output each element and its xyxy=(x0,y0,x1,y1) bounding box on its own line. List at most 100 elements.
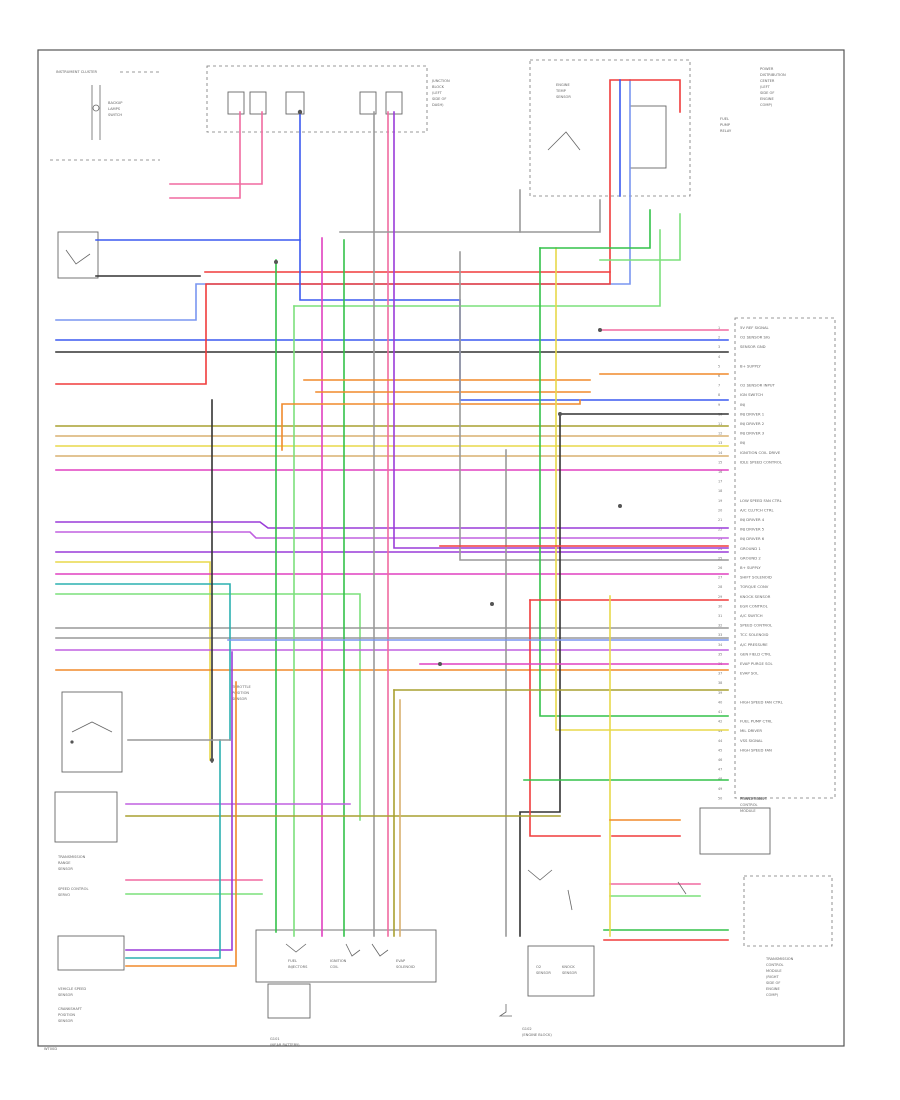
pcm-terminal-label: HIGH SPEED FAN CTRL xyxy=(740,699,784,704)
wire-lightblue-1 xyxy=(55,79,631,321)
fuel-pump-relay-label-2: PUMP xyxy=(720,123,731,127)
pcm-terminal-label: INJ xyxy=(740,402,745,407)
cluster-sub-1: BACKUP xyxy=(108,101,123,105)
o2-knock-sensors: O2 SENSOR KNOCK SENSOR G102 (ENGINE BLOC… xyxy=(498,945,595,1037)
pcm-pin-number: 47 xyxy=(718,768,722,772)
tcm-label-5: SIDE OF xyxy=(766,981,780,985)
pcm-terminal-label: EGR CONTROL xyxy=(740,603,769,608)
pcm-terminal-label: HIGH SPEED FAN xyxy=(740,747,772,752)
pcm-terminal-label: INJ DRIVER 3 xyxy=(740,431,765,436)
tcm-label-1: TRANSMISSION xyxy=(765,957,794,961)
pcm-pin-number: 34 xyxy=(718,643,722,647)
pcm-pin-number: 5 xyxy=(718,364,720,368)
wire-teal-1 xyxy=(55,583,231,741)
pcm-terminal-label: MIL DRIVER xyxy=(740,728,762,733)
pdc-label-6: ENGINE xyxy=(760,97,774,101)
pcm-terminal-label: GROUND 1 xyxy=(740,546,761,551)
jb-label-2: BLOCK xyxy=(432,85,445,89)
coil-label-1: IGNITION xyxy=(330,959,347,963)
wire-lightgreen-6 xyxy=(599,213,681,261)
pcm-pin-number: 4 xyxy=(718,355,720,359)
junction-block: JUNCTION BLOCK (LEFT SIDE OF DASH) xyxy=(206,65,450,133)
pcm-terminal-label: EVAP SOL xyxy=(740,671,759,676)
pcm-terminal-label: IDLE SPEED CONTROL xyxy=(740,459,783,464)
pcm-pin-number: 27 xyxy=(718,576,722,580)
wire-green-6 xyxy=(539,209,651,249)
pcm-terminal-label: INJ xyxy=(740,440,745,445)
pcm-terminal-label: TORQUE CONV xyxy=(739,584,769,589)
vss-label-1: VEHICLE SPEED xyxy=(58,987,86,991)
transmission-control-module: TRANSMISSION CONTROL MODULE (RIGHT SIDE … xyxy=(699,807,833,997)
pcm-terminal-label: B+ SUPPLY xyxy=(740,565,761,570)
cluster-sub-3: SWITCH xyxy=(108,113,122,117)
wire-lightgreen-1 xyxy=(55,593,361,821)
engine-temp-label-3: SENSOR xyxy=(556,95,571,99)
tcm-label-7: COMP) xyxy=(766,993,779,997)
wire-purple-1 xyxy=(55,521,729,529)
o2-label-2: SENSOR xyxy=(536,971,551,975)
pcm-pin-number: 32 xyxy=(718,624,722,628)
pdc-label-4: (LEFT xyxy=(760,85,771,89)
pcm-terminal-label: SPEED CONTROL xyxy=(740,623,773,628)
pcm-terminal-label: GROUND 2 xyxy=(740,555,761,560)
trs-label-3: SENSOR xyxy=(58,867,73,871)
fuel-pump-relay-label-1: FUEL xyxy=(720,117,729,121)
pcm-pin-number: 28 xyxy=(718,585,722,589)
wire-gray-3 xyxy=(339,189,521,233)
pcm-pin-number: 38 xyxy=(718,681,722,685)
engine-temp-label-1: ENGINE xyxy=(556,83,570,87)
pcm-pin-number: 1 xyxy=(718,326,720,330)
wire-yellow-2 xyxy=(55,561,211,761)
wire-violet-1 xyxy=(55,531,729,539)
ground2-label-2: (ENGINE BLOCK) xyxy=(522,1033,552,1037)
pcm-pin-number: 20 xyxy=(718,508,722,512)
tcm-label-2: CONTROL xyxy=(766,963,784,967)
wire-harness xyxy=(55,79,729,967)
fuel-injectors: FUEL INJECTORS IGNITION COIL EVAP SOLENO… xyxy=(255,929,437,1047)
pdc-label-7: COMP) xyxy=(760,103,773,107)
wire-yellow-3 xyxy=(555,247,729,731)
evap-label-1: EVAP xyxy=(396,959,406,963)
inj-label-2: INJECTORS xyxy=(288,965,308,969)
pcm-pin-number: 22 xyxy=(718,528,722,532)
ckp-label-1: CRANKSHAFT xyxy=(58,1007,83,1011)
pcm-pin-number: 43 xyxy=(718,729,722,733)
tcm-label-6: ENGINE xyxy=(766,987,780,991)
pcm-terminal-label: TCC SOLENOID xyxy=(739,632,768,637)
pcm-pin-number: 25 xyxy=(718,556,722,560)
pcm-pin-number: 31 xyxy=(718,614,722,618)
pcm-label-1: POWERTRAIN xyxy=(740,797,764,801)
tps-label-3: SENSOR xyxy=(232,697,247,701)
knock-label-1: KNOCK xyxy=(562,965,575,969)
jb-label-4: SIDE OF xyxy=(432,97,446,101)
pcm-pin-number: 7 xyxy=(718,384,720,388)
pcm-terminal-label: INJ DRIVER 5 xyxy=(740,527,765,532)
pcm-pin-number: 21 xyxy=(718,518,722,522)
pcm-terminal-label: B+ SUPPLY xyxy=(740,363,761,368)
left-switch xyxy=(57,231,99,279)
inj-label-1: FUEL xyxy=(288,959,297,963)
instrument-cluster-label: INSTRUMENT CLUSTER xyxy=(56,70,97,74)
wire-orange-2 xyxy=(281,399,581,451)
lower-switch-glyphs xyxy=(285,869,687,957)
ckp-label-2: POSITION xyxy=(58,1013,75,1017)
throttle-position-sensor: THROTTLE POSITION SENSOR xyxy=(231,685,252,701)
wire-teal-2 xyxy=(125,739,221,959)
o2-label-1: O2 xyxy=(536,965,541,969)
pcm-pin-number: 23 xyxy=(718,537,722,541)
diagram-frame xyxy=(37,49,845,1047)
wire-green-3 xyxy=(539,247,729,717)
ckp-label-3: SENSOR xyxy=(58,1019,73,1023)
scs-label-1: SPEED CONTROL xyxy=(58,887,88,891)
evap-label-2: SOLENOID xyxy=(396,965,415,969)
pcm-terminal-label: EVAP PURGE SOL xyxy=(740,661,774,666)
pdc-label-2: DISTRIBUTION xyxy=(760,73,786,77)
engine-temp-label-2: TEMP xyxy=(555,89,567,93)
pcm-pin-number: 15 xyxy=(718,460,722,464)
crankshaft-sensor: CRANKSHAFT POSITION SENSOR xyxy=(58,1007,83,1023)
pcm-pin-number: 40 xyxy=(718,700,722,704)
pcm-label-3: MODULE xyxy=(740,809,756,813)
pcm-pin-number: 9 xyxy=(718,403,720,407)
